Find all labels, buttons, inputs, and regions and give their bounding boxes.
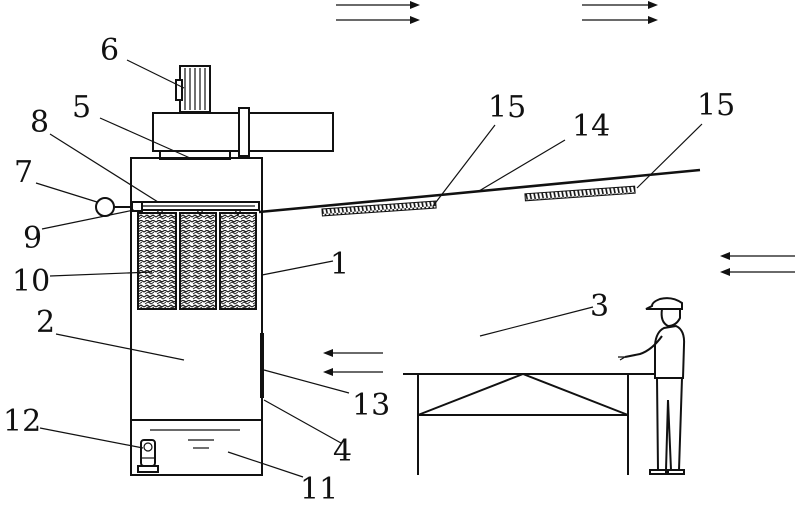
airflow-arrow-top-right [582, 1, 658, 24]
label-2: 2 [36, 305, 55, 340]
label-14: 14 [572, 109, 610, 144]
label-3: 3 [590, 289, 609, 324]
filter-packs [137, 212, 257, 310]
airflow-arrow-middle [323, 349, 383, 376]
label-1: 1 [330, 247, 349, 282]
nozzle [131, 201, 143, 212]
tower-body [130, 157, 263, 476]
airflow-arrow-top-left [336, 1, 420, 24]
label-12: 12 [3, 404, 41, 439]
label-15-right: 15 [697, 88, 735, 123]
motor [175, 65, 211, 113]
valve [95, 197, 131, 217]
label-5: 5 [72, 90, 91, 125]
heater-coil-left [321, 200, 437, 217]
side-strip [260, 333, 264, 398]
label-11: 11 [300, 472, 338, 507]
support-cable [258, 168, 701, 214]
label-7: 7 [14, 155, 33, 190]
water-tank [131, 419, 262, 449]
leader-lines [35, 59, 703, 478]
heater-coil-right [524, 185, 636, 202]
label-4: 4 [333, 434, 352, 469]
label-8: 8 [30, 105, 49, 140]
fan-housing [152, 107, 334, 160]
label-9: 9 [23, 221, 42, 256]
label-15-left: 15 [488, 90, 526, 125]
airflow-arrow-right [720, 252, 795, 276]
label-10: 10 [12, 264, 50, 299]
label-6: 6 [100, 33, 119, 68]
worker-figure [618, 297, 686, 475]
label-13: 13 [352, 388, 390, 423]
pump [137, 439, 159, 473]
work-table [403, 373, 655, 475]
